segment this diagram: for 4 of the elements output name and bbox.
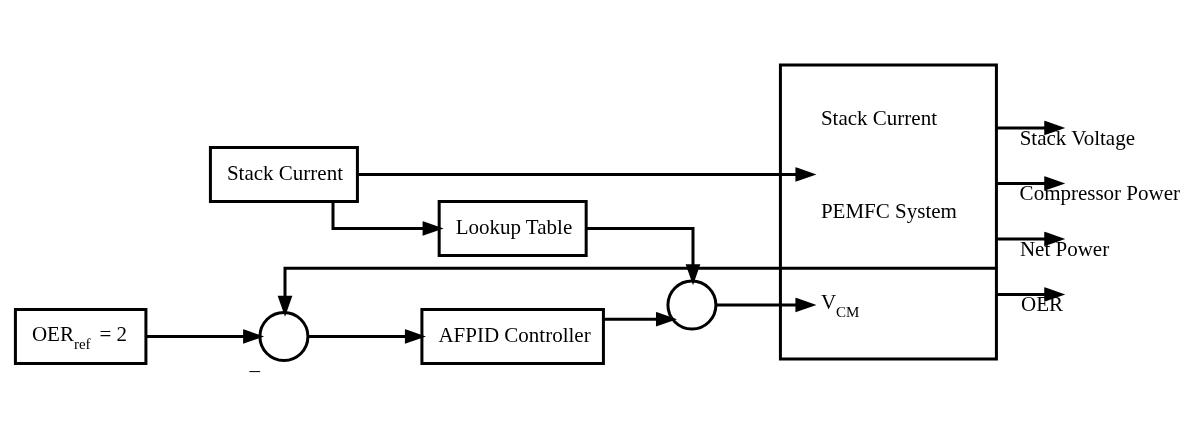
edge-label: Stack Voltage [1019,125,1135,150]
edge-label: Net Power [1019,236,1110,261]
edge-label: Compressor Power [1019,181,1181,206]
node-label: – [249,358,260,383]
